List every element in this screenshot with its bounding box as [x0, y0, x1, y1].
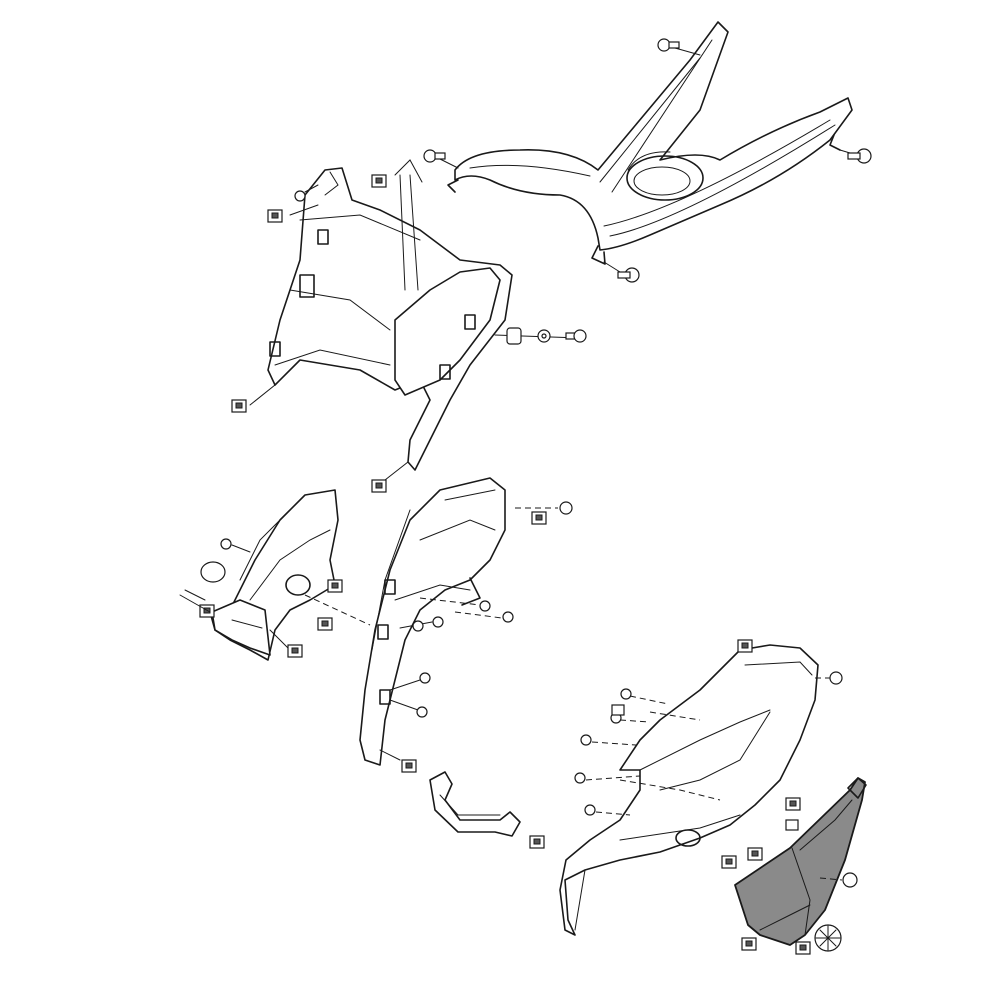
clip-nut-icon [737, 639, 753, 653]
rear-right-side-cover [559, 644, 819, 936]
screw-icon [620, 688, 669, 705]
screw-icon [454, 611, 514, 623]
screw-icon [603, 261, 640, 283]
washer-icon [537, 329, 551, 343]
screw-icon [839, 148, 872, 164]
clip-nut-icon [231, 384, 276, 413]
screw-icon [580, 734, 637, 746]
rivet-icon [200, 561, 226, 583]
clip-nut-icon [317, 617, 333, 631]
clip-nut-icon [327, 579, 343, 593]
screw-icon [419, 597, 491, 612]
clip-nut-icon [785, 819, 799, 831]
grab-handle-bracket [429, 771, 521, 837]
clip-nut-icon [531, 511, 547, 525]
clip-nut-icon [371, 174, 387, 188]
screw-icon [565, 329, 587, 343]
rivet-icon [814, 924, 842, 952]
lower-left-cover [209, 489, 339, 661]
washer-icon [389, 699, 428, 718]
inner-front-panel [267, 159, 513, 471]
clip-nut-icon [199, 604, 215, 618]
highlighted-side-cover [734, 777, 867, 946]
screw-icon [819, 872, 858, 888]
screw-icon [412, 620, 424, 632]
screw-icon [657, 38, 701, 56]
clip-nut-icon [721, 855, 737, 869]
clip-nut-icon [269, 629, 303, 658]
screw-icon [584, 804, 631, 816]
clip-nut-icon [371, 461, 409, 493]
floor-panel [447, 21, 853, 265]
screw-icon [815, 671, 843, 685]
screw-icon [294, 184, 319, 202]
clip-nut-icon [611, 704, 625, 716]
screw-icon [423, 149, 459, 169]
clip-nut-icon [747, 847, 763, 861]
screw-icon [220, 538, 251, 553]
clip-nut-icon [785, 797, 801, 811]
clip-nut-icon [795, 941, 811, 955]
clip-nut-icon [267, 204, 319, 223]
screw-icon [574, 772, 641, 784]
clip-nut-icon [741, 937, 757, 951]
screw-icon [389, 672, 431, 691]
clip-nut-icon [379, 749, 417, 773]
clip-nut-icon [529, 835, 545, 849]
center-side-panel [359, 477, 506, 766]
screw-icon [515, 501, 573, 515]
